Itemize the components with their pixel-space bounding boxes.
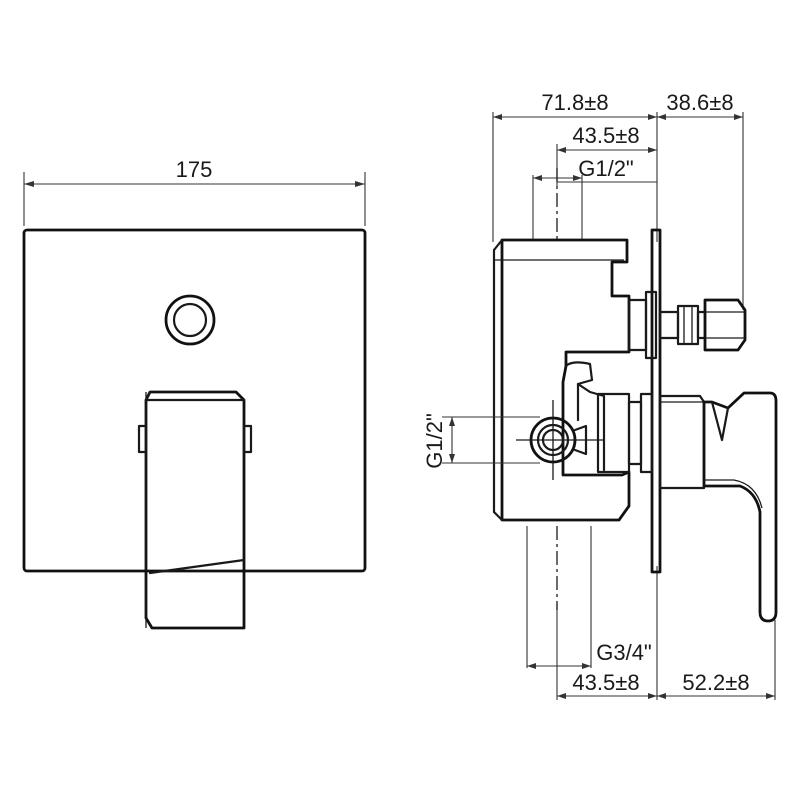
valve-body: [492, 238, 631, 522]
top-dimensions: 71.8±8 38.6±8 43.5±8 G1/2": [493, 90, 743, 183]
cover-plate: [22, 228, 367, 573]
bottom-thread-label: G3/4": [596, 640, 652, 665]
top-thread-label: G1/2": [578, 156, 634, 181]
side-view: G1/2": [422, 90, 778, 700]
handle-profile: [702, 391, 778, 623]
side-thread-dimension: G1/2": [422, 413, 540, 469]
width-dimension: 175: [23, 157, 366, 226]
width-label: 175: [176, 157, 213, 182]
wall-plate: [650, 228, 662, 574]
top-offset-label: 43.5±8: [572, 123, 639, 148]
diverter-knob: [164, 294, 216, 346]
lever-handle: [137, 390, 253, 630]
bottom-dimensions: G3/4" 43.5±8 52.2±8: [557, 640, 775, 699]
side-inlet-connection: [516, 400, 604, 480]
front-projection-label: 38.6±8: [666, 90, 733, 115]
front-view: 175: [22, 157, 367, 630]
top-inlet-pipe: [532, 168, 583, 240]
bottom-outlet-pipe: [527, 526, 591, 669]
handle-projection-label: 52.2±8: [682, 670, 749, 695]
bottom-offset-label: 43.5±8: [572, 670, 639, 695]
upper-fitting: [627, 290, 747, 360]
total-depth-label: 71.8±8: [541, 90, 608, 115]
side-thread-label: G1/2": [422, 413, 447, 469]
